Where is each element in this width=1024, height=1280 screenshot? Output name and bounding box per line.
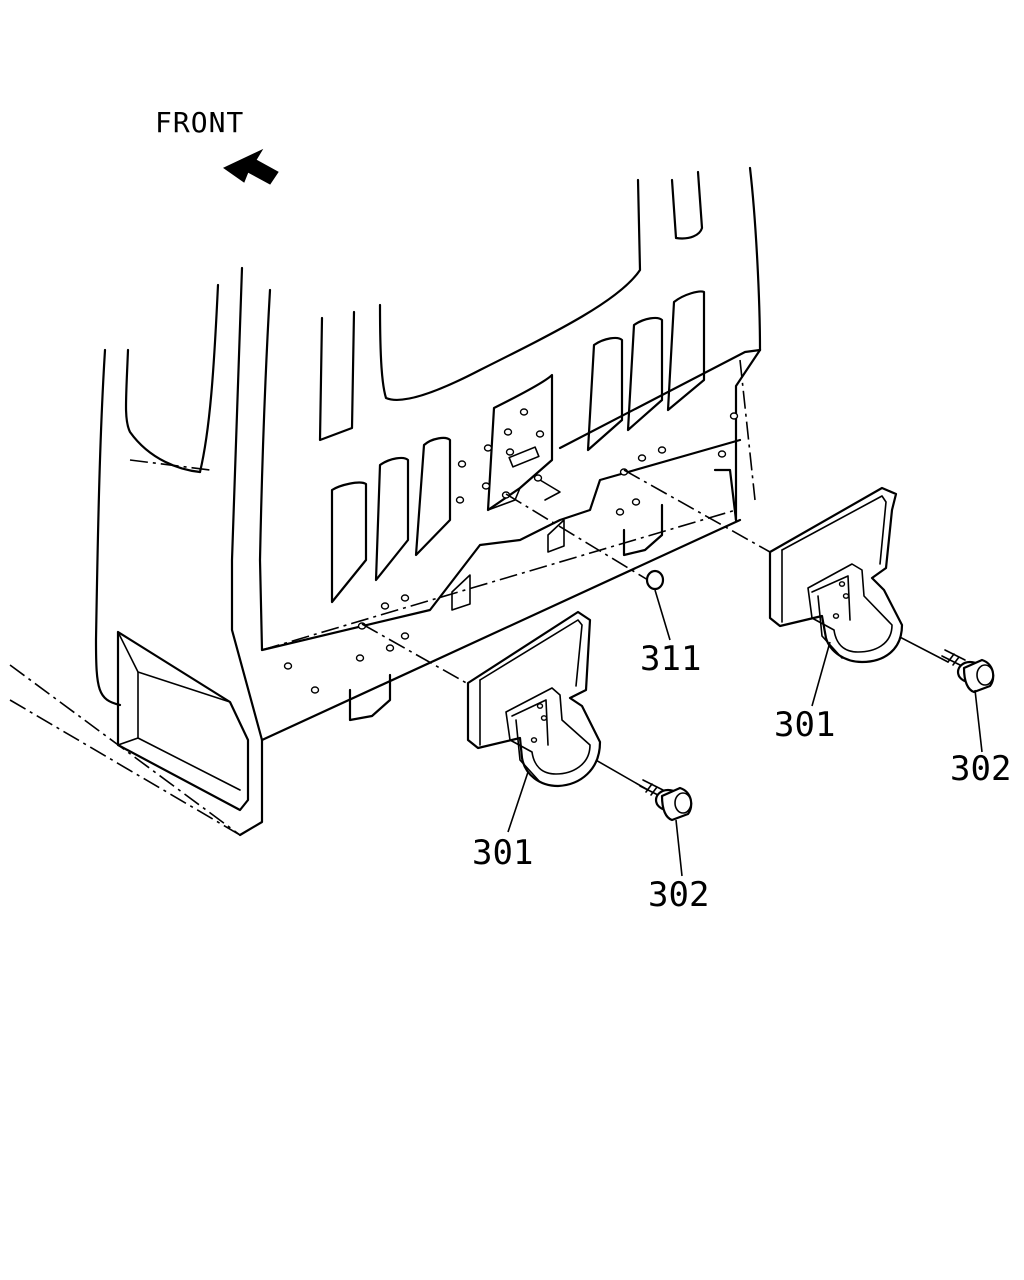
front-label: FRONT bbox=[155, 106, 244, 139]
arrow-left-icon bbox=[223, 148, 279, 185]
bolt-right-icon bbox=[941, 649, 995, 694]
mounting-holes bbox=[283, 408, 739, 694]
callout-301-left: 301 bbox=[472, 833, 533, 873]
callout-301-right: 301 bbox=[774, 705, 835, 745]
cab-body bbox=[9, 166, 762, 837]
callout-311: 311 bbox=[640, 639, 701, 679]
leader-lines bbox=[507, 589, 983, 877]
step-bracket-right bbox=[768, 486, 904, 664]
step-bracket-left bbox=[466, 610, 602, 788]
plug-icon bbox=[645, 569, 665, 591]
callout-302-right: 302 bbox=[950, 749, 1011, 789]
callout-302-left: 302 bbox=[648, 875, 709, 915]
bolt-left-icon bbox=[639, 779, 693, 822]
